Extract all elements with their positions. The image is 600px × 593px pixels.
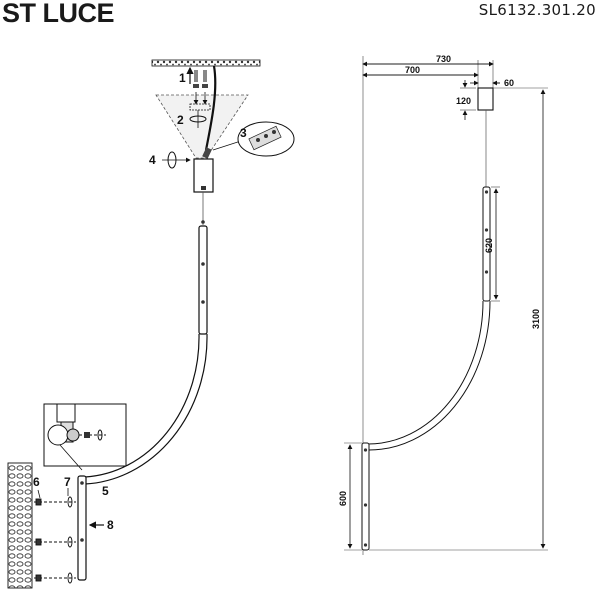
model-number: SL6132.301.20 — [478, 1, 596, 19]
installation-view: 1 2 3 4 5 6 7 8 — [7, 59, 295, 589]
step-2-label: 2 — [177, 113, 184, 127]
dim-total-width: 730 — [436, 54, 451, 64]
canopy-projection-cone — [155, 94, 249, 159]
dim-arc-width: 700 — [405, 65, 420, 75]
step-5-label: 5 — [102, 484, 109, 498]
dim-canopy-height: 120 — [456, 96, 471, 106]
upper-light-bar — [198, 225, 208, 335]
lower-bar-outline — [361, 442, 370, 551]
arc-outline — [367, 300, 484, 445]
arc-light-bar — [84, 333, 200, 478]
dim-upper-segment: 620 — [484, 238, 494, 253]
wall-bracket-detail — [43, 403, 127, 471]
wall-fixings — [34, 496, 76, 584]
mounting-screws — [189, 70, 211, 111]
ceiling-hatch — [151, 59, 261, 67]
upper-bar-outline — [482, 186, 491, 302]
brand-logo: ST LUCE — [2, 0, 115, 28]
cable-connector — [202, 147, 212, 159]
wall-hatch — [7, 462, 33, 589]
step-4-label: 4 — [149, 153, 156, 167]
lower-light-bar — [77, 475, 87, 581]
step-1-label: 1 — [179, 71, 186, 85]
step-3-label: 3 — [240, 126, 247, 140]
dim-canopy-width: 60 — [504, 78, 514, 88]
step-7-label: 7 — [64, 475, 71, 489]
power-cable — [204, 65, 217, 151]
dim-total-height: 3100 — [531, 309, 541, 329]
canopy-outline — [477, 87, 494, 111]
canopy — [193, 158, 214, 193]
step-6-label: 6 — [33, 475, 40, 489]
dim-lower-segment: 600 — [338, 491, 348, 506]
dimension-view: 730 700 60 120 620 — [338, 54, 548, 555]
terminal-detail-callout — [212, 121, 295, 157]
step-8-label: 8 — [107, 518, 114, 532]
